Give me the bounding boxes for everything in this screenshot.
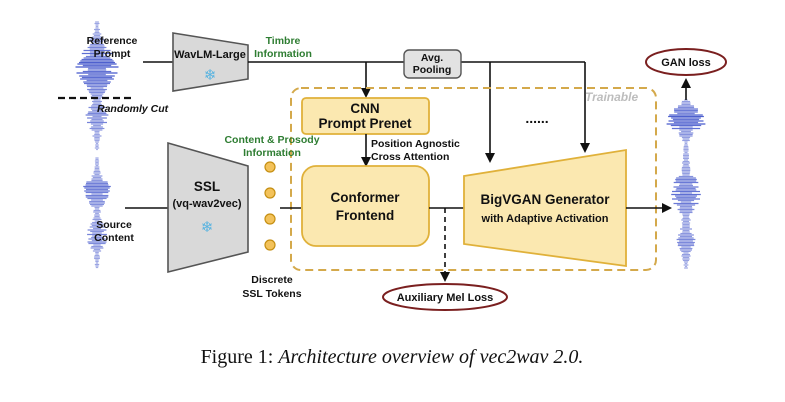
reference-waveform — [75, 21, 119, 151]
source-waveform — [83, 157, 111, 269]
output-waveform — [666, 99, 706, 269]
reference-prompt-label-line2: Prompt — [94, 48, 131, 60]
frontend-label: Frontend — [336, 208, 395, 223]
avg-pooling-line1: Avg. — [421, 52, 443, 64]
trainable-label: Trainable — [585, 90, 638, 104]
aux-mel-loss-label: Auxiliary Mel Loss — [397, 292, 494, 304]
cnn-label: CNN — [350, 101, 379, 116]
reference-prompt-label-line1: Reference — [87, 35, 138, 47]
position-agnostic-line2: Cross Attention — [371, 151, 449, 163]
frozen-snowflake-icon: ❄ — [204, 67, 217, 84]
ellipsis: ...... — [525, 110, 548, 126]
discrete-ssl-tokens — [264, 161, 276, 251]
conformer-frontend: Conformer Frontend — [301, 165, 430, 247]
randomly-cut-label: Randomly Cut — [97, 103, 169, 115]
wavlm-encoder: WavLM-Large ❄ — [172, 32, 249, 92]
wavlm-label: WavLM-Large — [174, 49, 246, 61]
trainable-region — [290, 87, 657, 271]
gan-loss-label: GAN loss — [661, 57, 711, 69]
aux-mel-loss-node: Auxiliary Mel Loss — [382, 283, 508, 311]
caption-text: Architecture overview of vec2wav 2.0. — [276, 346, 583, 368]
discrete-tokens-line2: SSL Tokens — [242, 288, 301, 300]
gan-loss-node: GAN loss — [645, 48, 727, 76]
ssl-sub-label: (vq-wav2vec) — [172, 198, 241, 210]
timbre-info-line1: Timbre — [266, 35, 301, 47]
ssl-label: SSL — [194, 179, 220, 194]
cnn-prompt-prenet: CNN Prompt Prenet — [301, 97, 430, 135]
bigvgan-label: BigVGAN Generator — [480, 192, 610, 207]
prompt-prenet-label: Prompt Prenet — [318, 116, 412, 131]
avg-pooling-line2: Pooling — [413, 64, 452, 76]
source-content-line2: Content — [94, 232, 134, 244]
source-content-line1: Source — [96, 219, 132, 231]
bigvgan-generator: BigVGAN Generator with Adaptive Activati… — [463, 148, 627, 268]
content-prosody-line2: Information — [243, 147, 301, 159]
caption-prefix: Figure 1: — [201, 346, 279, 368]
position-agnostic-line1: Position Agnostic — [371, 138, 460, 150]
timbre-info-line2: Information — [254, 48, 312, 60]
frozen-snowflake-icon: ❄ — [201, 219, 214, 236]
discrete-tokens-line1: Discrete — [251, 274, 293, 286]
avg-pooling-box: Avg. Pooling — [403, 49, 462, 79]
content-prosody-line1: Content & Prosody — [224, 134, 319, 146]
adaptive-activation-label: with Adaptive Activation — [481, 213, 609, 225]
figure-caption: Figure 1: Architecture overview of vec2w… — [201, 346, 584, 368]
conformer-label: Conformer — [330, 190, 400, 205]
ssl-encoder: SSL (vq-wav2vec) ❄ — [167, 141, 249, 274]
